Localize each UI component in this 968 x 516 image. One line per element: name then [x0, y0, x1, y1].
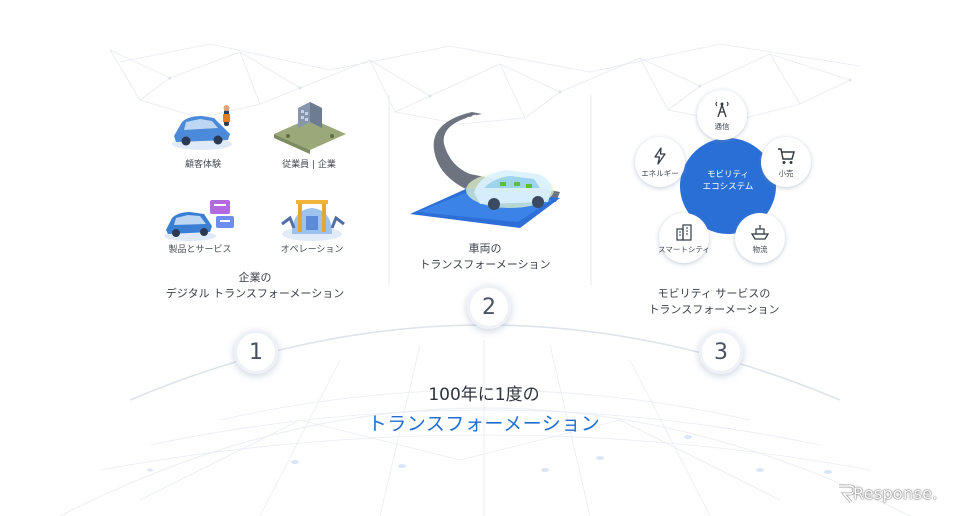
item-operations: オペレーション [280, 245, 344, 255]
item-customer-experience: 顧客体験 [184, 160, 221, 170]
ship-icon [750, 224, 770, 240]
headline-line2: トランスフォーメーション [367, 413, 601, 435]
response-watermark-logo: Response. [836, 480, 962, 506]
pillar3-title-line1: モビリティ サービスの [657, 287, 771, 300]
petal-logistics: 物流 [735, 213, 785, 263]
pillar2-number-badge: 2 [467, 285, 511, 329]
pillar2-title-line2: トランスフォーメーション [419, 258, 551, 271]
petal-label: 小売 [778, 168, 794, 178]
petal-label: スマートシティ [658, 244, 710, 254]
vehicle-road-illustration [410, 112, 560, 228]
pillar3-number-badge: 3 [699, 330, 743, 374]
headline-line1: 100年に1度の [428, 385, 540, 405]
petal-label: 物流 [752, 244, 768, 254]
buildings-icon [676, 223, 692, 241]
antenna-icon [715, 101, 729, 117]
mobility-ecosystem-core [680, 138, 776, 234]
item-products-services: 製品とサービス [168, 245, 232, 255]
ecosystem-label-line2: エコシステム [702, 182, 754, 192]
item-employee-enterprise: 従業員 | 企業 [282, 160, 336, 170]
shopping-cart-icon [778, 147, 795, 164]
pillar1-title-line2: デジタル トランスフォーメーション [165, 287, 345, 300]
lightning-icon [654, 146, 666, 165]
products-services-illustration [164, 200, 234, 241]
petal-label: 通信 [714, 121, 730, 131]
pillar2-title-line1: 車両の [468, 242, 502, 255]
operations-illustration [281, 200, 345, 241]
ecosystem-label-line1: モビリティ [707, 170, 749, 180]
response-watermark-text: Response. [853, 484, 938, 503]
petal-telecom: 通信 [697, 90, 747, 140]
petal-retail: 小売 [761, 137, 811, 187]
response-logo-mark [839, 484, 856, 503]
petal-label: エネルギー [641, 168, 679, 178]
customer-experience-illustration [172, 105, 232, 150]
pillar3-title-line2: トランスフォーメーション [648, 303, 780, 316]
pillar1-number-badge: 1 [234, 330, 278, 374]
employee-enterprise-illustration [274, 102, 346, 154]
petal-smart-city: スマートシティ [658, 213, 710, 263]
petal-energy: エネルギー [635, 137, 685, 187]
pillar1-title-line1: 企業の [238, 271, 272, 284]
